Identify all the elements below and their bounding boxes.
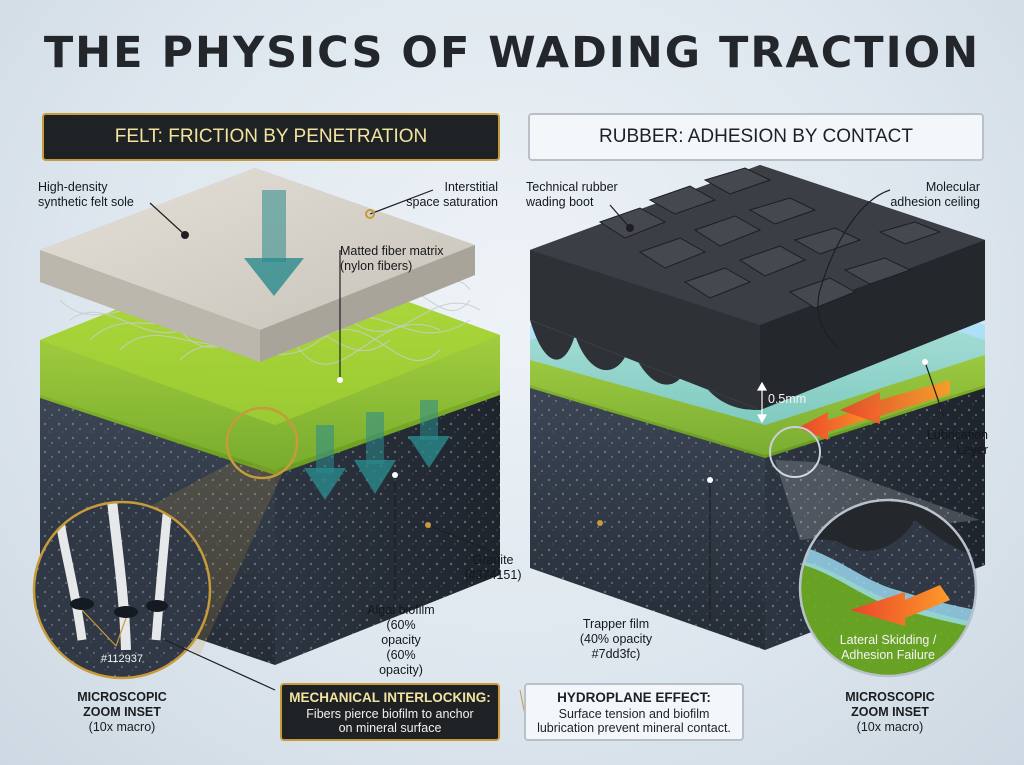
boot-marker [626, 224, 634, 232]
granite-label: Granite(#374151) [464, 553, 522, 582]
rubber-zoom-ring [769, 426, 821, 478]
trapper-marker [707, 477, 713, 483]
skid-label: Lateral Skidding /Adhesion Failure [839, 633, 937, 662]
penetration-arrow-2 [354, 412, 396, 494]
rubber-granite-marker [597, 520, 603, 526]
matted-fiber-label: Matted fiber matrix(nylon fibers) [340, 244, 444, 273]
trapper-label: Trapper film(40% opacity#7dd3fc) [579, 617, 653, 661]
skid-arrows [798, 380, 950, 440]
granite-marker [425, 522, 431, 528]
mechanical-interlocking-box: MECHANICAL INTERLOCKING: Fibers pierce b… [280, 683, 500, 741]
rubber-leader-lines [609, 189, 946, 620]
page-title: THE PHYSICS OF WADING TRACTION [43, 28, 981, 78]
rubber-boot-sole [530, 165, 985, 410]
matted-marker [337, 377, 343, 383]
lubrication-marker [922, 359, 928, 365]
biofilm-label: Algal biofilm(60% opacity(60% opacity) [367, 603, 435, 677]
felt-microscopic-inset [32, 500, 212, 680]
rubber-microscopic-inset [798, 498, 978, 678]
felt-zoom-ring [225, 406, 299, 480]
felt-banner: FELT: FRICTION BY PENETRATION [42, 113, 500, 161]
inset-code-label: #112937 [101, 653, 144, 665]
biofilm-marker [392, 472, 398, 478]
gap-dimension [756, 381, 768, 424]
hydroplane-effect-box: HYDROPLANE EFFECT: Surface tension and b… [524, 683, 744, 741]
gap-label: 0.5mm [768, 392, 807, 406]
penetration-arrow-main [244, 190, 304, 296]
interstitial-marker [365, 209, 375, 219]
penetration-arrow-3 [408, 400, 450, 468]
felt-sole-marker [181, 231, 189, 239]
felt-leader-lines [149, 189, 501, 691]
penetration-arrow-1 [304, 425, 346, 500]
rubber-banner: RUBBER: ADHESION BY CONTACT [528, 113, 984, 161]
